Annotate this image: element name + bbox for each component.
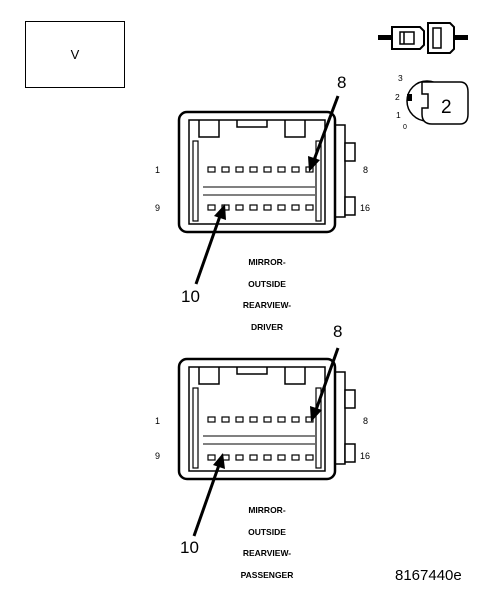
driver-name-line-3: REARVIEW-	[242, 300, 292, 310]
passenger-callout-top: 8	[333, 322, 343, 341]
driver-name-line-2: OUTSIDE	[248, 278, 286, 289]
passenger-name-line-2: OUTSIDE	[248, 526, 286, 537]
driver-name-line-1: MIRROR-	[248, 257, 286, 267]
key-position-icon	[406, 80, 469, 125]
figure-number: 8167440e	[395, 567, 462, 584]
driver-pin-16: 16	[360, 203, 371, 213]
passenger-pin-8: 8	[363, 416, 369, 426]
key-mark-3: 3	[398, 73, 403, 83]
passenger-connector-name: MIRROR- OUTSIDE REARVIEW- PASSENGER	[217, 500, 317, 586]
key-position-number: 2	[441, 97, 452, 118]
passenger-pin-16: 16	[360, 451, 371, 461]
key-mark-1: 1	[396, 110, 401, 120]
passenger-name-line-4: PASSENGER	[240, 569, 294, 580]
passenger-callout-bottom: 10	[180, 538, 199, 557]
driver-pin-1: 1	[155, 165, 161, 175]
connector-driver-housing	[177, 110, 356, 234]
driver-pin-8: 8	[363, 165, 369, 175]
connector-passenger-housing	[177, 357, 356, 481]
driver-pin-9: 9	[155, 203, 161, 213]
key-mark-0: 0	[403, 124, 407, 131]
driver-callout-top: 8	[337, 73, 347, 92]
key-mark-2: 2	[395, 92, 400, 102]
driver-connector-name: MIRROR- OUTSIDE REARVIEW- DRIVER	[217, 252, 317, 338]
passenger-name-line-3: REARVIEW-	[242, 548, 292, 558]
view-box: V	[25, 21, 125, 88]
passenger-name-line-1: MIRROR-	[248, 505, 286, 515]
connector-symbol-icon	[378, 22, 468, 54]
passenger-pin-9: 9	[155, 451, 161, 461]
view-label: V	[70, 47, 80, 62]
driver-name-line-4: DRIVER	[250, 321, 284, 332]
driver-callout-bottom: 10	[181, 287, 200, 306]
passenger-pin-1: 1	[155, 416, 161, 426]
